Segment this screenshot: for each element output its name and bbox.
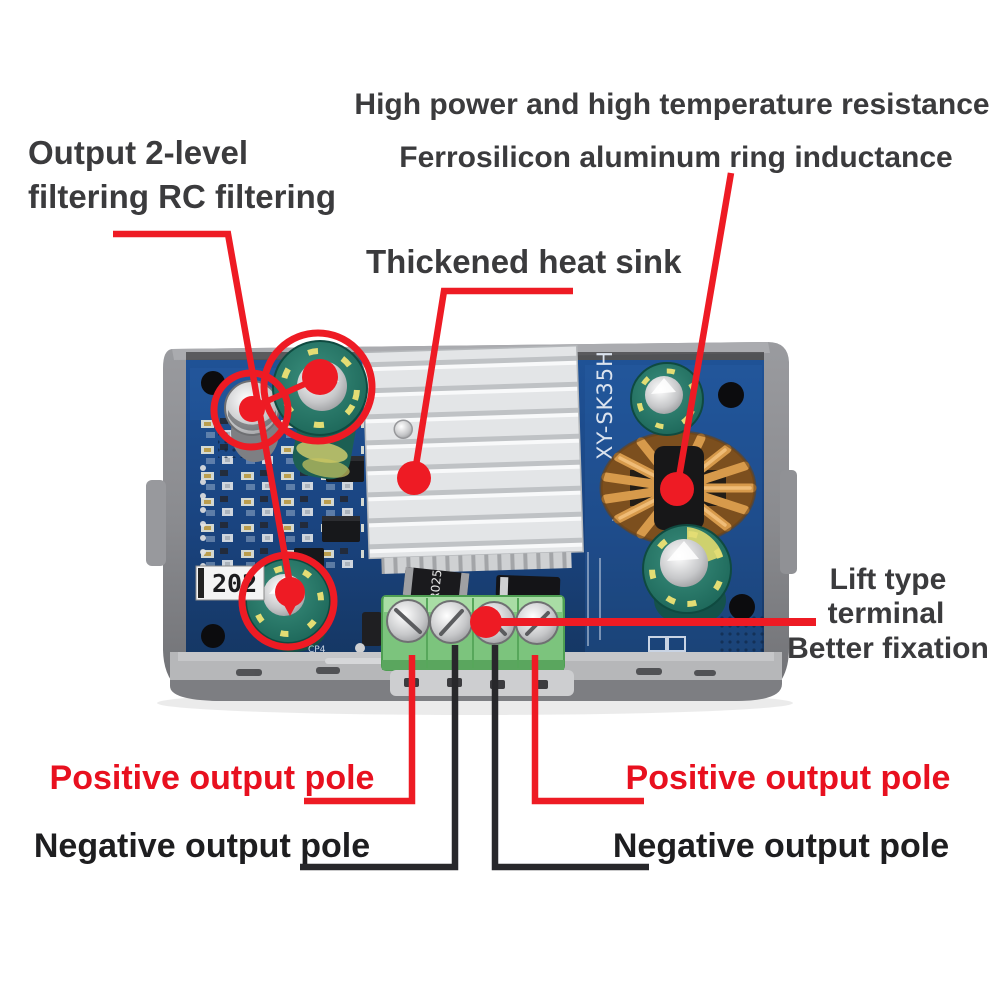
label-inductance-line1: High power and high temperature resistan… <box>354 88 989 121</box>
label-rc-line2: filtering RC filtering <box>28 178 336 215</box>
capacitor-bottom-right <box>642 524 732 626</box>
dot-terminal <box>470 606 502 638</box>
mounting-hole-top-right <box>718 382 744 408</box>
dot-cap-silver <box>239 396 265 422</box>
transistor <box>362 612 382 646</box>
connector-positive-right <box>531 655 644 805</box>
label-positive-left: Positive output pole <box>50 759 375 797</box>
label-heatsink: Thickened heat sink <box>366 243 682 280</box>
label-negative-left: Negative output pole <box>34 827 370 865</box>
dot-tail-cap-bottom-left <box>277 592 303 616</box>
rim-groove <box>325 658 387 664</box>
diode <box>495 574 561 600</box>
power-module-device: XY-SK35H <box>146 340 797 715</box>
dot-inductor <box>660 472 694 506</box>
label-rc-line1: Output 2-level <box>28 134 248 171</box>
capacitor-top-left <box>272 340 368 480</box>
label-terminal-line1: Lift type <box>830 563 947 596</box>
mounting-hole-bottom-left <box>201 624 225 648</box>
label-terminal-line3: Better fixation <box>787 632 989 665</box>
callout-lines <box>113 172 816 871</box>
label-negative-right: Negative output pole <box>613 827 949 865</box>
connector-negative-left <box>300 645 459 871</box>
callout-line-rc-filter <box>113 230 295 591</box>
dot-cap-top-left <box>302 359 338 395</box>
shunt-resistor: R025 <box>402 566 470 602</box>
dot-heatsink <box>397 461 431 495</box>
callout-line-heatsink <box>410 287 573 479</box>
heatsink-screw <box>393 419 413 439</box>
callout-line-inductor <box>673 172 735 490</box>
solder-blob <box>355 643 365 653</box>
shunt-label: R025 <box>427 569 444 602</box>
model-number: XY-SK35H <box>593 350 617 460</box>
case-side-tab-right <box>780 470 797 574</box>
label-positive-right: Positive output pole <box>626 759 951 797</box>
text-labels: High power and high temperature resistan… <box>28 88 990 865</box>
rim-slots <box>236 667 716 676</box>
label-inductance-line2: Ferrosilicon aluminum ring inductance <box>399 141 952 174</box>
case-side-tab-left <box>146 480 166 566</box>
heatsink <box>362 344 584 574</box>
silkscreen-cp4: CP4 <box>308 645 326 655</box>
connector-negative-right <box>491 645 649 871</box>
callout-circle-cap-top-left <box>260 329 376 445</box>
terminal-pin-strip <box>390 670 574 696</box>
label-terminal-line2: terminal <box>828 597 945 630</box>
callout-dots <box>239 359 694 638</box>
mounting-hole-bottom-right <box>729 594 755 620</box>
silkscreen-squares <box>648 636 686 652</box>
connector-positive-left <box>304 655 416 805</box>
